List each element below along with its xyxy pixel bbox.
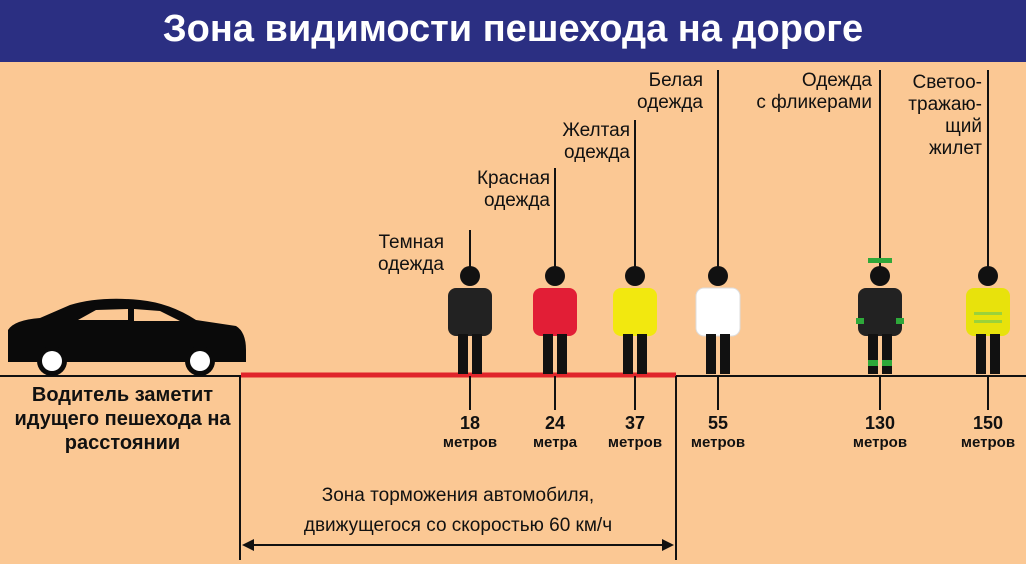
title-bar: Зона видимости пешехода на дороге [0, 0, 1026, 62]
distance-unit: метров [690, 434, 746, 451]
clothing-label-line: Темная [378, 232, 444, 253]
page-title: Зона видимости пешехода на дороге [162, 8, 864, 50]
clothing-label-line: Белая [648, 70, 703, 91]
distance-value: 150 [972, 413, 1004, 433]
distance-value: 55 [707, 413, 729, 433]
pedestrian-icon-flicker [856, 258, 904, 374]
clothing-label-line: Светоо- [912, 72, 983, 93]
clothing-label-line: Одежда [801, 70, 872, 91]
car-icon [8, 298, 246, 376]
clothing-label-line: одежда [378, 254, 444, 275]
clothing-label-line: жилет [928, 138, 982, 159]
clothing-label-line: тражаю- [908, 94, 982, 115]
clothing-label-line: одежда [637, 92, 703, 113]
pedestrian-icon-dark [448, 266, 492, 374]
distance-unit: метров [442, 434, 498, 451]
distance-unit: метров [960, 434, 1016, 451]
distance-unit: метров [852, 434, 908, 451]
distance-value: 24 [544, 413, 566, 433]
clothing-label-line: одежда [484, 190, 550, 211]
clothing-label-line: Красная [476, 168, 550, 189]
distance-value: 18 [459, 413, 481, 433]
distance-unit: метров [607, 434, 663, 451]
pedestrian-icon-red [533, 266, 577, 374]
clothing-label-line: одежда [564, 142, 630, 163]
pedestrian-icon-yellow [613, 266, 657, 374]
pedestrian-icon-white [695, 266, 741, 374]
clothing-label-line: Желтая [562, 120, 630, 141]
distance-value: 130 [864, 413, 896, 433]
clothing-label-line: щий [945, 116, 982, 137]
distance-unit: метра [532, 434, 578, 451]
pedestrian-icon-vest [966, 266, 1010, 374]
braking-zone-line2: движущегося со скоростью 60 км/ч [303, 515, 613, 536]
driver-notice-text: Водитель заметит идущего пешехода на рас… [14, 384, 231, 454]
braking-zone-line1: Зона торможения автомобиля, [321, 485, 595, 506]
clothing-label-line: с фликерами [756, 92, 872, 113]
distance-value: 37 [624, 413, 646, 433]
braking-zone-arrow [242, 539, 674, 551]
